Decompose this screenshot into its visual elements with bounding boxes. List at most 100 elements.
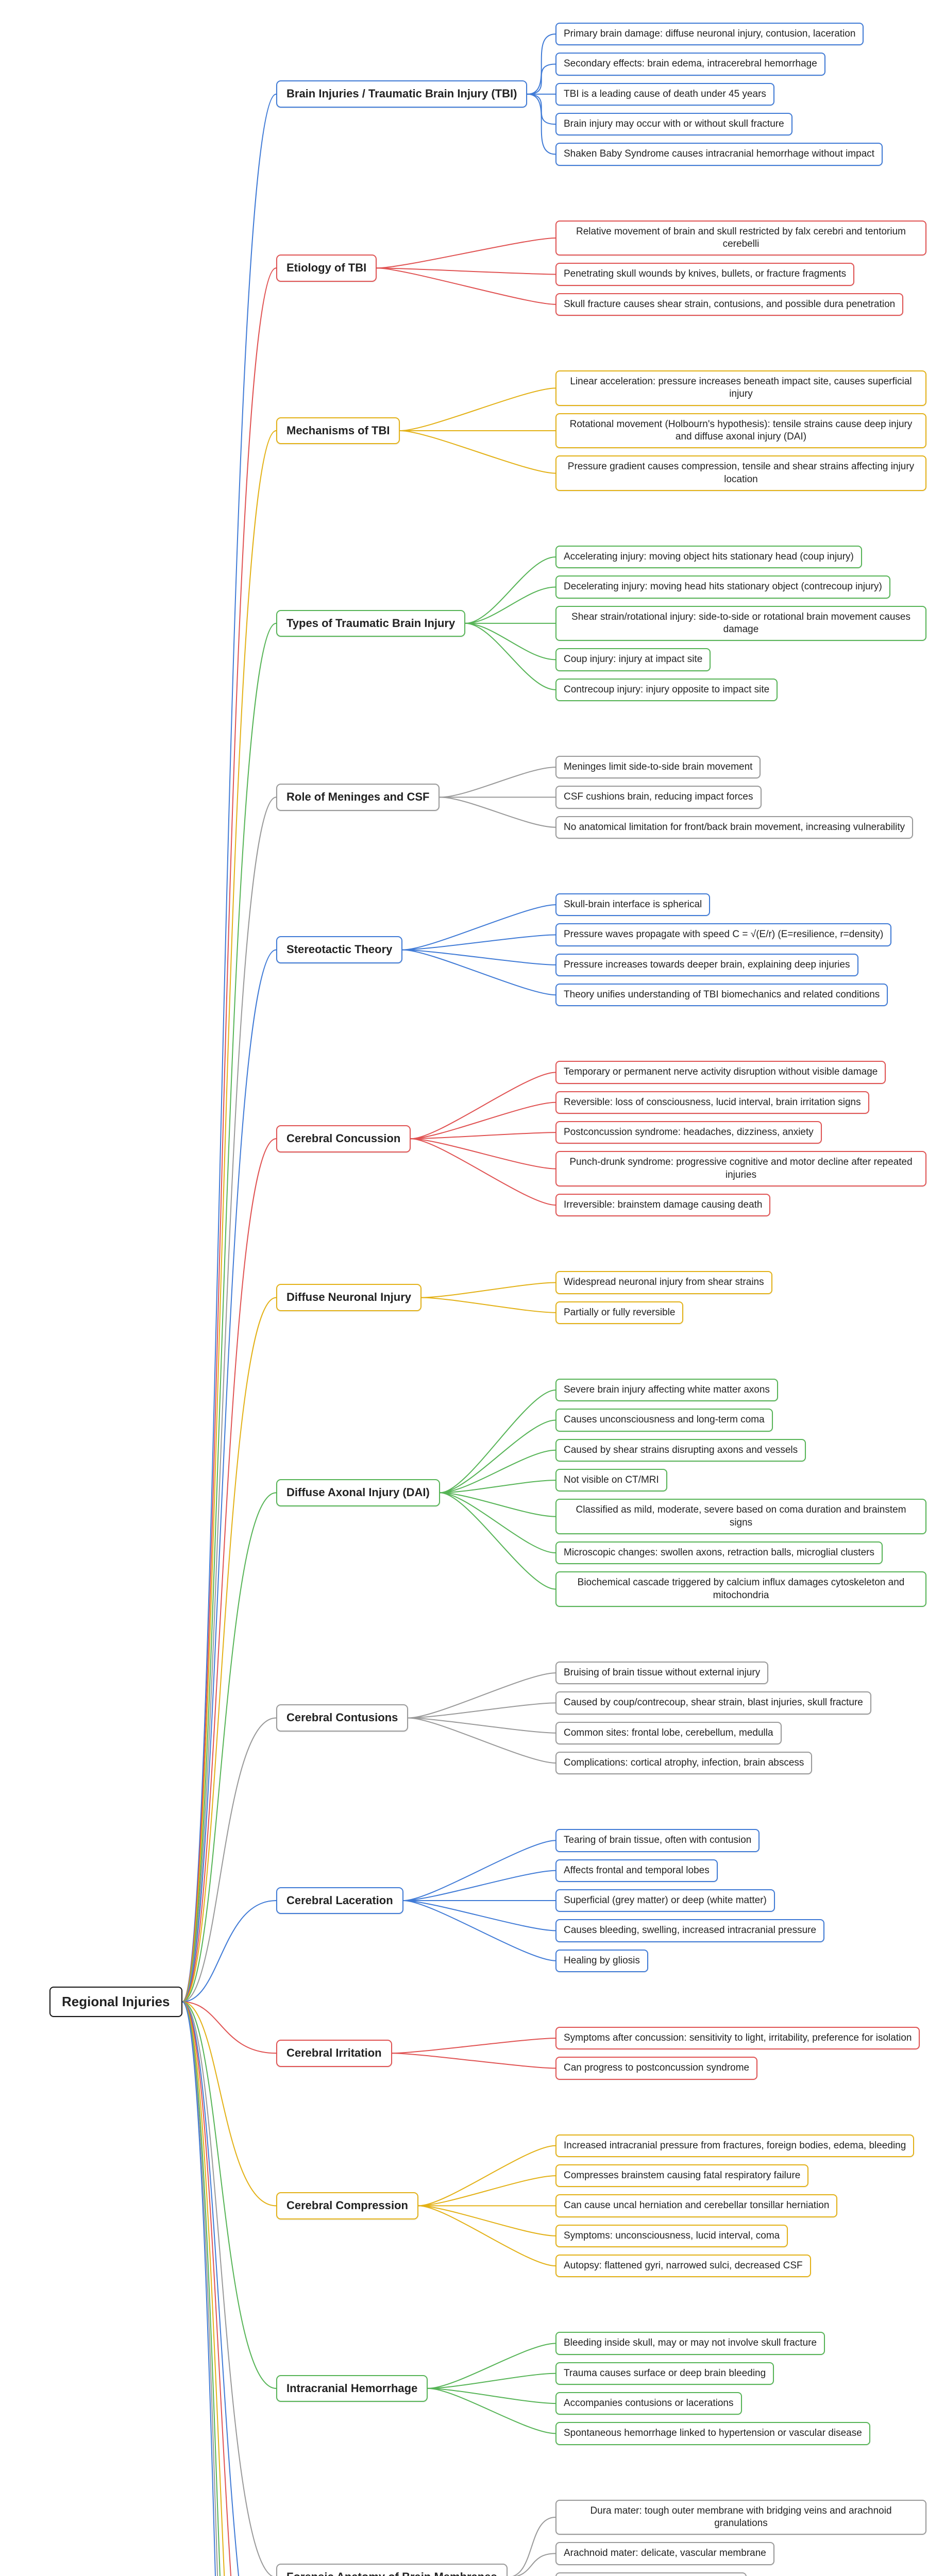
leaf-node: Linear acceleration: pressure increases … [555,370,926,406]
leaf-node: Affects frontal and temporal lobes [555,1859,718,1882]
leaf-node: Reversible: loss of consciousness, lucid… [555,1091,869,1114]
branch-node: Cerebral Irritation [276,2039,392,2067]
branch-group: Intracranial Hemorrhage Bleeding inside s… [276,2332,926,2445]
leaf-node: Common sites: frontal lobe, cerebellum, … [555,1721,782,1744]
leaf-node: Symptoms after concussion: sensitivity t… [555,2026,920,2050]
leaf-list: Temporary or permanent nerve activity di… [555,1061,926,1217]
leaf-list: Dura mater: tough outer membrane with br… [555,2499,926,2576]
leaf-node: Trauma causes surface or deep brain blee… [555,2362,774,2385]
branch-node: Stereotactic Theory [276,936,403,963]
branch-node: Mechanisms of TBI [276,417,400,445]
leaf-node: Skull-brain interface is spherical [555,893,711,917]
leaf-node: Irreversible: brainstem damage causing d… [555,1193,771,1217]
leaf-node: Relative movement of brain and skull res… [555,220,926,256]
leaf-node: Pressure increases towards deeper brain,… [555,953,858,976]
branch-group: Cerebral Laceration Tearing of brain tiss… [276,1829,926,1972]
leaf-node: Punch-drunk syndrome: progressive cognit… [555,1151,926,1187]
leaf-node: Microscopic changes: swollen axons, retr… [555,1541,883,1565]
leaf-node: Symptoms: unconsciousness, lucid interva… [555,2224,788,2247]
leaf-list: Widespread neuronal injury from shear st… [555,1271,926,1324]
leaf-node: Accelerating injury: moving object hits … [555,545,862,569]
leaf-node: Tearing of brain tissue, often with cont… [555,1829,760,1852]
leaf-node: Superficial (grey matter) or deep (white… [555,1889,775,1912]
branch-node: Intracranial Hemorrhage [276,2375,428,2402]
leaf-node: Pressure waves propagate with speed C = … [555,923,892,946]
leaf-list: Severe brain injury affecting white matt… [555,1379,926,1607]
leaf-node: Can progress to postconcussion syndrome [555,2057,758,2080]
branch-group: Types of Traumatic Brain Injury Accelerat… [276,545,926,701]
leaf-node: Caused by coup/contrecoup, shear strain,… [555,1691,871,1715]
leaf-list: Accelerating injury: moving object hits … [555,545,926,701]
branch-node: Brain Injuries / Traumatic Brain Injury … [276,80,528,108]
leaf-node: Causes bleeding, swelling, increased int… [555,1919,825,1942]
leaf-list: Symptoms after concussion: sensitivity t… [555,2026,926,2080]
branch-group: Role of Meninges and CSF Meninges limit s… [276,755,926,839]
leaf-node: Biochemical cascade triggered by calcium… [555,1571,926,1607]
branch-node: Cerebral Laceration [276,1887,403,1914]
leaf-list: Bruising of brain tissue without externa… [555,1661,926,1775]
branch-group: Cerebral Concussion Temporary or permanen… [276,1061,926,1217]
branch-group: Etiology of TBI Relative movement of brai… [276,220,926,316]
leaf-node: Dura mater: tough outer membrane with br… [555,2499,926,2535]
leaf-list: Increased intracranial pressure from fra… [555,2134,926,2278]
leaf-node: Coup injury: injury at impact site [555,648,711,671]
leaf-list: Tearing of brain tissue, often with cont… [555,1829,926,1972]
leaf-list: Primary brain damage: diffuse neuronal i… [555,23,926,166]
leaf-node: Spontaneous hemorrhage linked to hyperte… [555,2422,870,2445]
branch-node: Cerebral Concussion [276,1125,411,1153]
branch-group: Diffuse Neuronal Injury Widespread neuron… [276,1271,926,1324]
leaf-list: Bleeding inside skull, may or may not in… [555,2332,926,2445]
leaf-list: Linear acceleration: pressure increases … [555,370,926,491]
leaf-node: Skull fracture causes shear strain, cont… [555,293,904,316]
leaf-list: Relative movement of brain and skull res… [555,220,926,316]
leaf-node: Shear strain/rotational injury: side-to-… [555,605,926,641]
branch-node: Diffuse Neuronal Injury [276,1284,422,1311]
leaf-node: Pressure gradient causes compression, te… [555,455,926,491]
branch-node: Cerebral Compression [276,2192,418,2219]
branch-group: Brain Injuries / Traumatic Brain Injury … [276,23,926,166]
leaf-node: Healing by gliosis [555,1949,648,1972]
branch-group: Stereotactic Theory Skull-brain interface… [276,893,926,1007]
leaf-node: Shaken Baby Syndrome causes intracranial… [555,143,883,166]
leaf-node: Theory unifies understanding of TBI biom… [555,983,888,1007]
branch-node: Etiology of TBI [276,254,377,282]
branch-group: Mechanisms of TBI Linear acceleration: pr… [276,370,926,491]
leaf-node: Penetrating skull wounds by knives, bull… [555,263,855,286]
branch-group: Cerebral Compression Increased intracrani… [276,2134,926,2278]
leaf-node: Meninges limit side-to-side brain moveme… [555,755,761,779]
leaf-node: Widespread neuronal injury from shear st… [555,1271,772,1294]
root-node: Regional Injuries [49,1987,182,2017]
leaf-node: Accompanies contusions or lacerations [555,2392,742,2415]
leaf-node: Contrecoup injury: injury opposite to im… [555,678,778,701]
leaf-node: Severe brain injury affecting white matt… [555,1379,778,1402]
leaf-node: Can cause uncal herniation and cerebella… [555,2194,838,2217]
leaf-node: CSF cushions brain, reducing impact forc… [555,786,762,809]
leaf-node: Classified as mild, moderate, severe bas… [555,1499,926,1534]
leaf-node: Temporary or permanent nerve activity di… [555,1061,886,1084]
leaf-node: Secondary effects: brain edema, intracer… [555,53,825,76]
leaf-node: Bleeding inside skull, may or may not in… [555,2332,825,2355]
leaf-node: TBI is a leading cause of death under 45… [555,82,774,106]
leaf-node: No anatomical limitation for front/back … [555,816,914,839]
leaf-node: Rotational movement (Holbourn's hypothes… [555,413,926,449]
leaf-node: Not visible on CT/MRI [555,1468,667,1492]
leaf-node: Arachnoid mater: delicate, vascular memb… [555,2542,774,2565]
leaf-node: Causes unconsciousness and long-term com… [555,1409,773,1432]
leaf-node: Decelerating injury: moving head hits st… [555,575,890,599]
branch-group: Cerebral Irritation Symptoms after concus… [276,2026,926,2080]
leaf-node: Postconcussion syndrome: headaches, dizz… [555,1121,822,1144]
leaf-node: Partially or fully reversible [555,1301,684,1324]
leaf-node: Increased intracranial pressure from fra… [555,2134,915,2157]
branch-node: Types of Traumatic Brain Injury [276,609,466,637]
branch-node: Forensic Anatomy of Brain Membranes [276,2564,508,2576]
branch-node: Cerebral Contusions [276,1704,409,1732]
leaf-node: Compresses brainstem causing fatal respi… [555,2164,809,2188]
leaf-node: Complications: cortical atrophy, infecti… [555,1751,813,1775]
branch-group: Diffuse Axonal Injury (DAI)Severe brain … [276,1379,926,1607]
leaf-node: Primary brain damage: diffuse neuronal i… [555,23,864,46]
leaf-list: Meninges limit side-to-side brain moveme… [555,755,926,839]
branch-node: Role of Meninges and CSF [276,784,440,811]
leaf-node: Caused by shear strains disrupting axons… [555,1438,806,1462]
